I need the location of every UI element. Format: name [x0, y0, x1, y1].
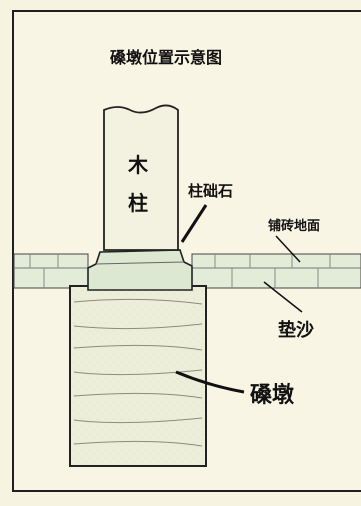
foundation-pier-label: 磉墩	[250, 382, 295, 408]
plinth-stone	[87, 249, 193, 291]
plinth-stone-label: 柱础石	[188, 182, 233, 200]
floor-leader-line	[275, 235, 301, 263]
brick-floor-label: 铺砖地面	[268, 218, 320, 234]
sand-bed-label: 垫沙	[278, 319, 314, 341]
pier-leader-line	[175, 370, 245, 394]
brick-floor-right	[191, 253, 361, 289]
plinth-leader-line	[180, 204, 208, 243]
wooden-pillar	[103, 104, 179, 251]
wooden-pillar-label-2: 柱	[128, 191, 148, 215]
brick-floor-left	[13, 253, 89, 289]
wooden-pillar-label-1: 木	[127, 153, 149, 177]
sand-leader-line	[263, 281, 303, 313]
foundation-pier	[69, 285, 207, 467]
diagram-title: 磉墩位置示意图	[110, 48, 222, 67]
